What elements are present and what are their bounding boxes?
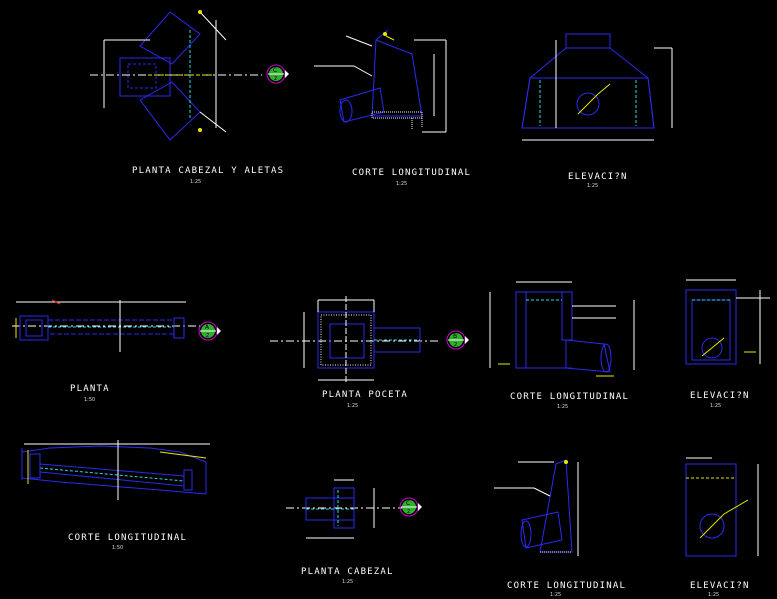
pipe-plan: [127, 63, 157, 89]
section-marker-4[interactable]: [399, 497, 422, 517]
view-planta-cabezal-drawing: [286, 479, 416, 539]
view-title-corte-longitudinal-3: CORTE LONGITUDINAL: [68, 533, 188, 543]
marker-2-number: 2: [206, 333, 210, 339]
dim-diag: [199, 11, 227, 41]
view-title-elevacion-3: ELEVACI?N: [690, 581, 750, 591]
view-scale-5: 1:25: [347, 403, 359, 409]
terrain-top: [21, 445, 207, 463]
view-elevacion-2-drawing: [685, 279, 770, 365]
view-scale-7: 1:25: [710, 403, 722, 409]
view-title-elevacion-2: ELEVACI?N: [690, 391, 750, 401]
outlet-box: [173, 317, 185, 339]
wing-upper: [139, 11, 201, 65]
box-elev: [685, 289, 737, 365]
view-elevacion-3-drawing: [685, 457, 759, 557]
section-marker-1[interactable]: [266, 64, 289, 84]
view-title-planta-cabezal-aletas: PLANTA CABEZAL Y ALETAS: [132, 166, 285, 176]
view-scale-4: 1:50: [84, 397, 96, 403]
marker-1-letter: C: [273, 67, 278, 74]
pipe-opening: [576, 92, 600, 116]
headwall-section: [539, 459, 573, 553]
headwall-elev: [521, 47, 655, 129]
view-scale-6: 1:25: [557, 404, 569, 410]
view-title-planta-poceta: PLANTA POCETA: [322, 390, 409, 400]
view-elevacion-1-drawing: [521, 33, 673, 141]
headwall-plan: [119, 57, 171, 97]
marker-2-letter: A: [205, 324, 210, 331]
pipe-opening: [699, 513, 725, 539]
view-scale-9: 1:25: [342, 579, 354, 585]
view-title-planta: PLANTA: [70, 384, 110, 394]
pipe-section: [339, 87, 385, 123]
view-planta-poceta-drawing: [270, 296, 440, 384]
view-planta-drawing: [12, 299, 200, 352]
section-marker-2[interactable]: [198, 321, 221, 341]
box-wall-left: [515, 291, 527, 369]
marker-4-number: 2: [407, 509, 411, 515]
view-title-corte-longitudinal-2: CORTE LONGITUDINAL: [510, 392, 630, 402]
marker-3-letter: B: [453, 333, 458, 340]
view-scale-10: 1:25: [550, 592, 562, 598]
view-corte-longitudinal-1-drawing: [314, 29, 447, 133]
view-title-corte-longitudinal-1: CORTE LONGITUDINAL: [352, 168, 472, 178]
view-corte-longitudinal-3-drawing: [21, 440, 210, 500]
outlet-pipe: [565, 339, 611, 373]
headwall-section: [371, 39, 423, 117]
marker-1-number: 2: [274, 76, 278, 82]
marker-4-letter: C: [406, 500, 411, 507]
pipe-section: [521, 511, 563, 549]
view-title-planta-cabezal: PLANTA CABEZAL: [301, 567, 394, 577]
pipe-opening: [701, 337, 723, 359]
inlet-box: [19, 315, 49, 341]
view-corte-longitudinal-4-drawing: [494, 459, 579, 556]
box-wall-right: [561, 291, 573, 341]
marker-3-number: 2: [454, 342, 458, 348]
headwall-elev: [685, 463, 737, 557]
view-scale-1: 1:25: [190, 179, 202, 185]
view-scale-11: 1:25: [708, 592, 720, 598]
view-corte-longitudinal-2-drawing: [489, 281, 635, 377]
view-planta-cabezal-aletas-drawing: [90, 10, 262, 141]
view-scale-3: 1:25: [587, 183, 599, 189]
view-title-elevacion-1: ELEVACI?N: [568, 172, 628, 182]
section-marker-3[interactable]: [446, 330, 469, 350]
hatch-base: [371, 111, 423, 119]
crown: [565, 33, 611, 49]
view-title-corte-longitudinal-4: CORTE LONGITUDINAL: [507, 581, 627, 591]
terrain-bottom: [21, 477, 207, 495]
view-scale-2: 1:25: [396, 181, 408, 187]
view-scale-8: 1:50: [112, 545, 124, 551]
